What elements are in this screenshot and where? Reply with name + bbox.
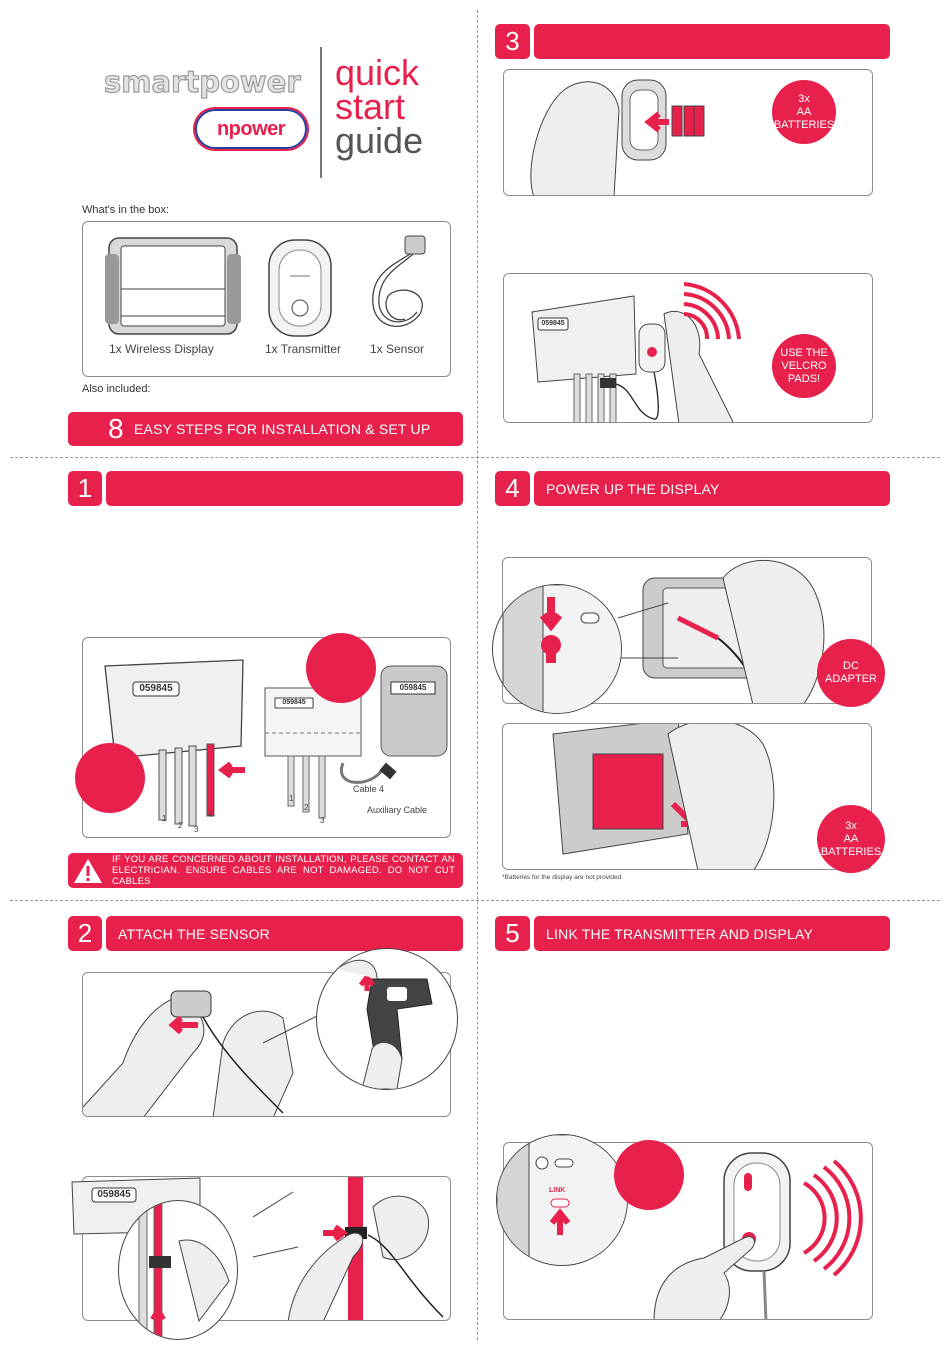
step4-batteries-circle: 3x AA BATTERIES: [817, 805, 885, 873]
box-item-label-sensor: 1x Sensor: [370, 342, 425, 356]
step4-batteries-line3: BATTERIES: [820, 845, 882, 858]
secondary-cable-label-2: 2: [304, 803, 309, 812]
step3-velcro-line1: USE THE: [780, 346, 828, 359]
step3-velcro-line2: VELCRO: [781, 359, 827, 372]
smartpower-logo: smartpower: [103, 62, 304, 102]
sensor-clip-zoom-circle: [316, 948, 458, 1090]
step1-callout-circle-top: [306, 633, 376, 703]
step4-title-bar: POWER UP THE DISPLAY: [534, 471, 890, 506]
step3-batteries-circle: 3x AA BATTERIES: [772, 80, 836, 144]
step3-number: 3: [495, 24, 530, 59]
step3-batteries-line2: AA: [796, 105, 812, 118]
box-heading: What's in the box:: [82, 204, 170, 216]
vertical-cut-line: [477, 10, 478, 1340]
steps-banner: 8 EASY STEPS FOR INSTALLATION & SET UP: [68, 412, 463, 446]
steps-banner-number: 8: [108, 413, 124, 444]
box-contents-panel: 1x Wireless Display 1x Transmitter 1x Se…: [82, 221, 451, 377]
dc-adapter-line2: ADAPTER: [825, 673, 877, 685]
cable-label-4: 4: [208, 810, 213, 819]
attach-sensor-illustration: [83, 990, 324, 1116]
step4-title: POWER UP THE DISPLAY: [546, 480, 720, 497]
transmitter-icon: [268, 239, 332, 337]
grey-meter-digits: 059845: [399, 683, 427, 692]
dc-adapter-line1: DC: [843, 660, 859, 672]
cable-label-1: 1: [162, 814, 167, 823]
step3-title-bar: [534, 24, 890, 59]
adapter-zoom-circle: [492, 584, 622, 714]
step2-meter-panel: [82, 1176, 451, 1321]
step1-callout-circle-left: [75, 743, 145, 813]
step1-meter-panel: 059845 059845 059845 1 2 3 4 1 2 3 Cable…: [82, 637, 451, 838]
step1-number: 1: [68, 471, 102, 506]
transmitter-battery-illustration: [530, 79, 705, 195]
step5-title-bar: LINK THE TRANSMITTER AND DISPLAY: [534, 916, 890, 951]
meter-illustration: [104, 659, 448, 827]
npower-logo-text: npower: [216, 117, 286, 140]
horizontal-cut-line-2: [10, 900, 940, 901]
step3-meter-number: 059845: [541, 320, 565, 327]
clip-sensor-on-cable-illustration: [252, 1177, 444, 1320]
link-button-label: LINK: [549, 1187, 566, 1194]
secondary-meter-digits: 059845: [282, 699, 306, 706]
warning-bar: IF YOU ARE CONCERNED ABOUT INSTALLATION,…: [68, 853, 463, 888]
cable4-label: Cable 4: [353, 784, 385, 794]
horizontal-cut-line-1: [10, 457, 940, 458]
step3-velcro-circle: USE THE VELCRO PADS!: [772, 334, 836, 398]
dc-adapter-circle: DC ADAPTER: [817, 639, 885, 707]
step4-batteries-line2: AA: [843, 832, 859, 845]
warning-text: IF YOU ARE CONCERNED ABOUT INSTALLATION,…: [112, 854, 455, 887]
sensor-clip-zoom-icon: [336, 959, 433, 1089]
step2-meter-number: 059845: [97, 1189, 131, 1200]
title-line-guide: guide: [335, 120, 424, 161]
display-icon: [105, 237, 241, 335]
box-item-label-transmitter: 1x Transmitter: [265, 342, 342, 356]
step2-title-bar: ATTACH THE SENSOR: [106, 916, 463, 951]
header-divider: [320, 47, 322, 178]
box-item-label-display: 1x Wireless Display: [109, 342, 214, 356]
display-battery-illustration: [552, 724, 775, 869]
step3-velcro-line3: PADS!: [787, 372, 821, 385]
step4-number: 4: [495, 471, 530, 506]
battery-footnote: *Batteries for the display are not provi…: [502, 874, 622, 881]
step1-title-bar: [106, 471, 463, 506]
cable-label-2: 2: [178, 821, 183, 830]
steps-banner-text: EASY STEPS FOR INSTALLATION & SET UP: [134, 421, 431, 437]
also-included-label: Also included:: [82, 383, 151, 395]
cable-label-3: 3: [194, 825, 199, 834]
link-button-zoom-circle: LINK: [496, 1134, 628, 1266]
step2-title: ATTACH THE SENSOR: [118, 925, 270, 942]
link-transmitter-illustration: [653, 1152, 863, 1319]
auxiliary-cable-label: Auxiliary Cable: [367, 805, 428, 815]
adapter-socket-icon: [502, 585, 621, 713]
dc-adapter-illustration: [617, 559, 825, 703]
step2-zoom-cables-icon: [138, 1201, 230, 1339]
link-button-zoom-icon: [497, 1135, 627, 1265]
step3-batteries-line3: BATTERIES: [773, 118, 835, 131]
step2-number: 2: [68, 916, 102, 951]
guide-title: quick start guide: [335, 52, 465, 161]
step5-title: LINK THE TRANSMITTER AND DISPLAY: [546, 925, 814, 942]
smartpower-logo-text: smartpower: [104, 65, 301, 99]
secondary-cable-label-3: 3: [320, 816, 325, 825]
step5-callout-circle: [614, 1140, 684, 1210]
step2-zoom-circle: [118, 1200, 238, 1340]
step4-batteries-line1: 3x: [845, 819, 857, 832]
title-line-start: start: [335, 86, 406, 127]
meter-number: 059845: [139, 683, 173, 694]
sensor-icon: [372, 235, 426, 327]
step3-batteries-line1: 3x: [798, 92, 810, 105]
step4-battery-panel: [502, 723, 872, 870]
step5-number: 5: [495, 916, 530, 951]
secondary-cable-label-1: 1: [289, 794, 294, 803]
mount-transmitter-illustration: [531, 282, 741, 422]
title-line-quick: quick: [335, 52, 420, 93]
warning-icon: [74, 859, 102, 883]
npower-logo: npower: [195, 109, 307, 149]
